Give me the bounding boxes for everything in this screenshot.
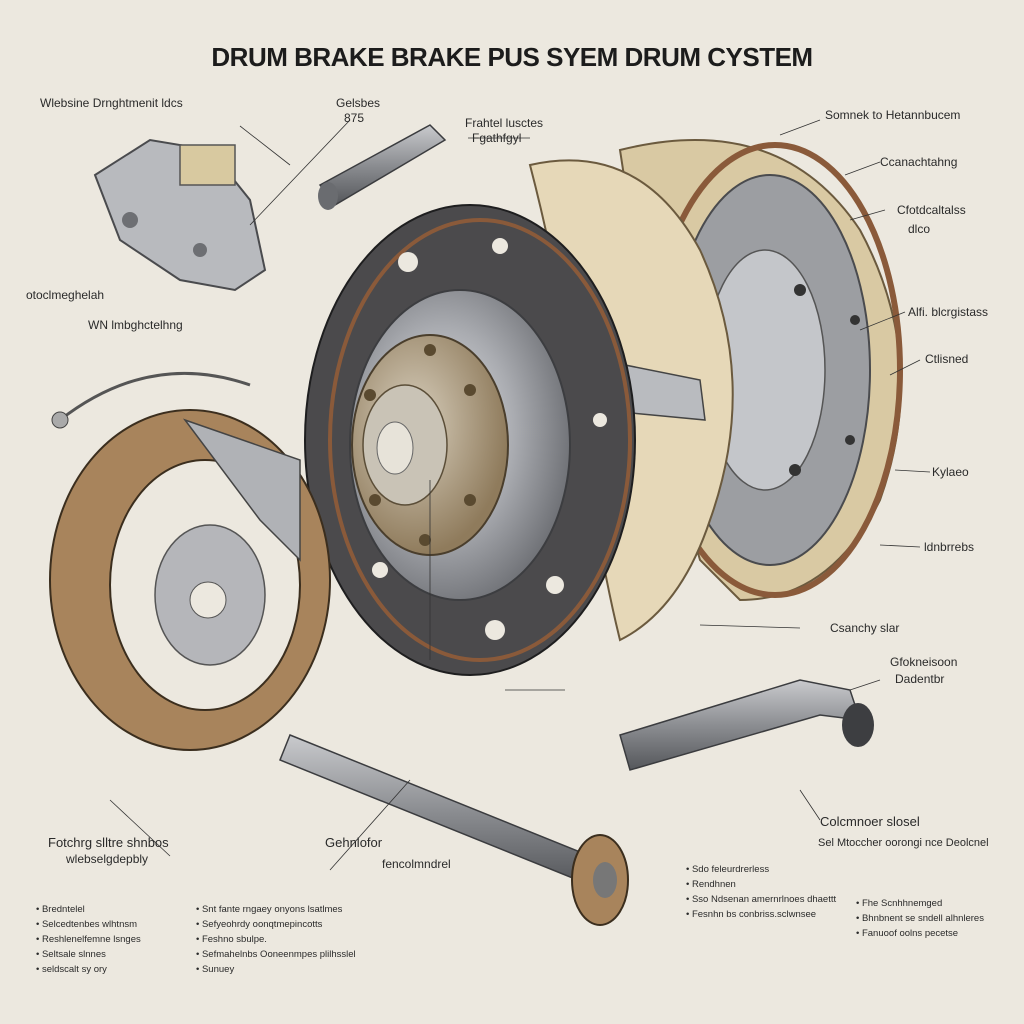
label-bottom-right-b: Sel Mtoccher oorongi nce Deolcnel xyxy=(818,837,989,849)
label-bottom-left-a: Fotchrg slltre shnbos xyxy=(48,835,169,850)
label-right-3: Cfotdcaltalss xyxy=(897,203,966,217)
label-bottom-left-b: wlebselgdepbly xyxy=(66,852,149,866)
label-left-1: otoclmeghelah xyxy=(26,288,105,302)
label-right-3b: dlco xyxy=(908,222,931,236)
brake-drum-hub xyxy=(349,289,571,601)
note-item: Feshno sbulpe. xyxy=(196,932,356,947)
label-bottom-right-a: Colcmnoer slosel xyxy=(820,814,920,829)
label-bottom-center-b: fencolmndrel xyxy=(382,857,451,871)
note-item: Seltsale slnnes xyxy=(36,947,141,962)
note-item: Fesnhn bs conbriss.sclwnsee xyxy=(686,907,836,922)
actuator-rod xyxy=(619,679,874,771)
notes-column-4: Fhe Scnhhnemged Bhnbnent se sndell alhnl… xyxy=(856,896,984,941)
note-item: seldscalt sy ory xyxy=(36,962,141,977)
label-mid-right-2: Gfokneisoon xyxy=(890,655,958,669)
note-item: Selcedtenbes wlhtnsm xyxy=(36,917,141,932)
note-item: Sefmahelnbs Ooneenmpes plilhsslel xyxy=(196,947,356,962)
page-title: DRUM BRAKE BRAKE PUS SYEM DRUM CYSTEM xyxy=(211,42,813,72)
leader-lines xyxy=(109,119,931,871)
notes-column-2: Snt fante rngaey onyons lsatlmes Sefyeoh… xyxy=(196,902,356,977)
note-item: Bredntelel xyxy=(36,902,141,917)
label-left-2: WN lmbghctelhng xyxy=(88,318,183,332)
note-item: Rendhnen xyxy=(686,877,836,892)
brake-shoe-ring xyxy=(49,409,331,751)
label-mid-right-1: Csanchy slar xyxy=(830,621,900,635)
notes-column-1: Bredntelel Selcedtenbes wlhtnsm Reshlene… xyxy=(36,902,141,977)
wheel-cylinder-assembly xyxy=(93,138,267,292)
note-item: Sdo feleurdrerless xyxy=(686,862,836,877)
note-item: Sunuey xyxy=(196,962,356,977)
note-item: Sefyeohrdy oonqtmepincotts xyxy=(196,917,356,932)
piston-rod xyxy=(318,124,447,210)
label-bottom-center-a: Gehnlofor xyxy=(325,835,383,850)
notes-column-3: Sdo feleurdrerless Rendhnen Sso Ndsenan … xyxy=(686,862,836,922)
note-item: Sso Ndsenan amernrlnoes dhaettt xyxy=(686,892,836,907)
label-top-center-a: Frahtel lusctes xyxy=(465,116,544,130)
label-right-1: Somnek to Hetannbucem xyxy=(825,108,961,122)
note-item: Fanuoof oolns pecetse xyxy=(856,926,984,941)
label-wheel-cylinder: Wlebsine Drnghtmenit ldcs xyxy=(40,96,183,110)
note-item: Fhe Scnhhnemged xyxy=(856,896,984,911)
label-top-small: Gelsbes xyxy=(336,96,381,110)
label-right-6: Kylaeo xyxy=(932,465,969,479)
note-item: Snt fante rngaey onyons lsatlmes xyxy=(196,902,356,917)
label-right-2: Ccanachtahng xyxy=(880,155,958,169)
label-top-small-b: 875 xyxy=(344,111,365,125)
brake-cable xyxy=(59,371,251,422)
axle-shaft xyxy=(279,734,629,926)
label-right-4: Alfi. blcrgistass xyxy=(908,305,989,319)
note-item: Reshlenelfemne lsnges xyxy=(36,932,141,947)
label-right-5: Ctlisned xyxy=(925,352,969,366)
label-right-7: ldnbrrebs xyxy=(924,540,975,554)
label-mid-right-3: Dadentbr xyxy=(895,672,945,686)
label-top-center-b: Fgathfgyl xyxy=(472,131,522,145)
note-item: Bhnbnent se sndell alhnleres xyxy=(856,911,984,926)
